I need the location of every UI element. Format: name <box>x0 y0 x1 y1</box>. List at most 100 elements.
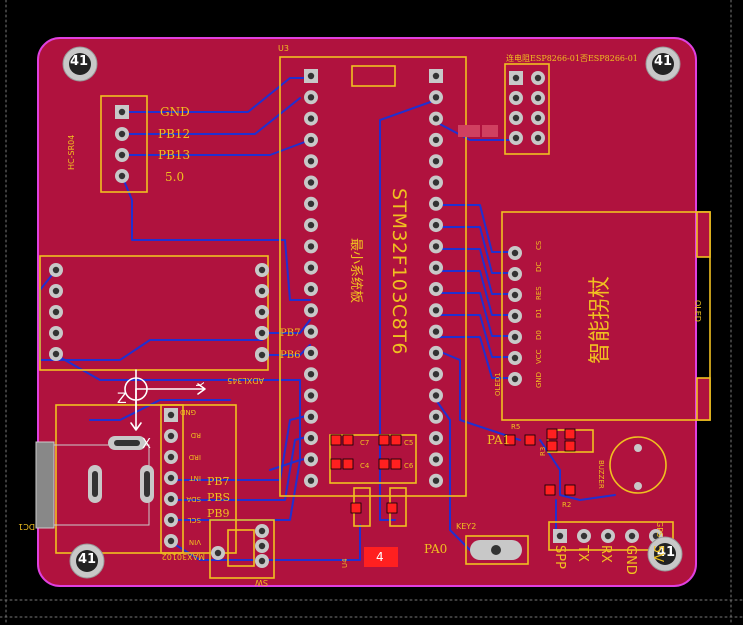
silk-max-header <box>160 404 184 554</box>
mcu-left-17-hole <box>307 434 315 442</box>
max-pin-2-hole <box>167 453 175 461</box>
oled-pin-d0: D0 <box>535 330 543 340</box>
trace-adxl-2 <box>55 354 301 471</box>
axis-z-label: Z <box>117 391 127 407</box>
smd-pad-0 <box>330 434 342 446</box>
hcsr04-pin-1-hole <box>118 130 126 138</box>
trace-adxl-1 <box>39 269 263 361</box>
mcu-left-19-hole <box>307 477 315 484</box>
trace-mcu-oled-6 <box>435 336 516 379</box>
adxl-right-0-hole <box>258 266 266 274</box>
silk-mcu-usb <box>351 65 396 87</box>
axis-x-arrow <box>130 388 142 431</box>
mcu-right-2-hole <box>432 115 440 122</box>
axis-x-label: X <box>142 437 151 452</box>
mcu-left-4-hole <box>307 158 315 165</box>
u4-pad <box>364 547 398 567</box>
esp-a-2-hole <box>512 114 520 122</box>
mcu-left-12-hole <box>307 328 315 335</box>
buzzer-net-pa1: PA1 <box>487 433 511 447</box>
esp-b-3-hole <box>534 134 542 142</box>
oled-pin-cs: CS <box>535 240 543 250</box>
trace-mcu-oled-3 <box>435 270 516 316</box>
max-pin-6-hole <box>167 537 175 545</box>
trace-hcsr04-gnd <box>121 77 311 113</box>
oled-pin-vcc: VCC <box>535 349 543 364</box>
silk-key2 <box>465 535 529 565</box>
max-pin-5-hole <box>167 516 175 524</box>
oled-pin-4-hole <box>511 333 519 341</box>
max30102-net-pb9: PB9 <box>207 507 230 520</box>
dc-slot-3 <box>144 471 150 497</box>
max-pin-4-hole <box>167 495 175 503</box>
silk-oled-tab-top <box>696 211 711 258</box>
sw-pin-0-hole <box>258 527 266 535</box>
max30102-net-pb7: PB7 <box>207 475 230 488</box>
oled-ref: OLED1 <box>494 372 502 396</box>
silk-caps <box>329 434 417 484</box>
mcu-left-13-hole <box>307 349 315 357</box>
mcu-right-18-hole <box>432 456 440 463</box>
hcsr04-pin-0-hole <box>118 108 126 116</box>
adxl-right-pb7-hole <box>258 329 266 337</box>
adxl345-pin-pb6: PB6 <box>280 350 301 361</box>
mcu-right-3-hole <box>432 136 440 144</box>
cap-c5: C5 <box>404 439 414 447</box>
oled-pin-dc: DC <box>535 261 543 272</box>
mount-hole-drill-0 <box>69 53 91 75</box>
key2-net: PA0 <box>424 542 448 556</box>
esp-b-1-hole <box>534 94 542 102</box>
mcu-right-8-hole <box>432 243 440 250</box>
trace-hcsr04-pb13 <box>121 139 311 156</box>
smd-pad-11 <box>546 440 558 452</box>
trace-max-int <box>170 414 311 481</box>
buzzer-pin-a <box>634 444 642 452</box>
dc-slot-2 <box>92 471 98 497</box>
axis-y-arrow <box>135 383 206 395</box>
max30102-ref: MAX30102 <box>161 552 205 561</box>
mcu-right-0-hole <box>432 72 440 80</box>
gps-pin-1-hole <box>580 532 588 540</box>
r2-ref: R2 <box>562 501 572 509</box>
mcu-right-17-hole <box>432 434 440 442</box>
trace-buzzer <box>539 439 616 501</box>
adxl345-ref: ADXL345 <box>227 376 264 385</box>
cap-c4: C4 <box>360 462 370 470</box>
r5-ref: R5 <box>511 423 521 431</box>
esp8266-caption: 连电阻ESP8266-01否ESP8266-01 <box>506 54 638 63</box>
oled-pin-d1: D1 <box>535 308 543 318</box>
smd-pad-4 <box>330 458 342 470</box>
trace-hcsr04-5v <box>121 175 311 301</box>
max30102-pin-scl: SCL <box>187 516 201 524</box>
mcu-right-10-hole <box>432 285 440 293</box>
mcu-right-15-hole <box>432 392 440 399</box>
mcu-left-18-hole <box>307 456 315 463</box>
esp-smd-2 <box>482 125 498 137</box>
mcu-left-14-hole <box>307 371 315 378</box>
trace-mcu-pa1 <box>435 349 521 441</box>
silk-oled-tab-bottom <box>696 377 711 421</box>
smd-pad-10 <box>546 428 558 440</box>
trace-hcsr04-pb12 <box>121 97 301 135</box>
sw-left-pin-hole <box>214 549 222 557</box>
gps-pin-3-hole <box>628 532 636 540</box>
esp-a-1-hole <box>512 94 520 102</box>
mcu-left-15-hole <box>307 392 315 399</box>
smd-pad-14 <box>544 484 556 496</box>
gps-pin-0-hole <box>556 532 564 540</box>
esp-smd-1 <box>458 125 480 137</box>
buzzer-pin-b <box>634 482 642 490</box>
mcu-right-14-hole <box>432 371 440 378</box>
dc-jack-body <box>35 441 55 529</box>
mcu-right-19-hole <box>432 477 440 484</box>
smd-pad-2 <box>378 434 390 446</box>
hcsr04-pin-5v: 5.0 <box>165 170 185 184</box>
oled-side-label: OLED <box>693 300 702 322</box>
r3-ref: R3 <box>539 446 547 456</box>
mcu-right-11-hole <box>432 307 440 314</box>
adxl-left-0-hole <box>52 266 60 274</box>
mcu-left-11-hole <box>307 307 315 314</box>
mount-hole-label-tr: 41 <box>654 54 673 69</box>
